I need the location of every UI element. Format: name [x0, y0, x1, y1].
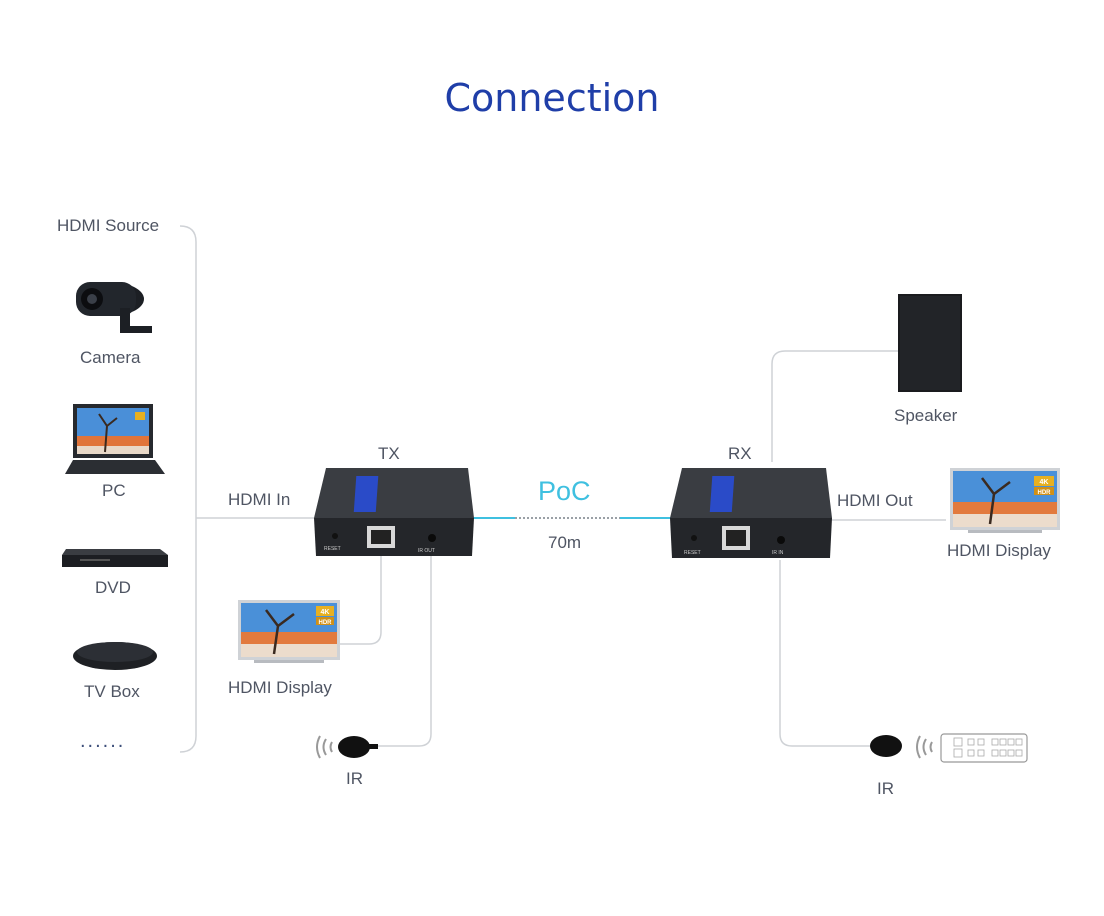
speaker-line: [771, 350, 900, 462]
hdmi-out-label: HDMI Out: [837, 491, 913, 510]
more-sources: ......: [80, 730, 126, 752]
tx-loop-line: [340, 555, 382, 645]
source-tvbox-label: TV Box: [84, 682, 140, 701]
tx-ir-label: IR: [346, 769, 363, 788]
source-camera-label: Camera: [80, 348, 141, 367]
tx-device: RESET IR OUT: [312, 466, 474, 558]
tx-ir-out-port: IR OUT: [418, 548, 435, 554]
tx-badge-hdr: HDR: [319, 620, 333, 626]
source-pc-label: PC: [102, 481, 126, 500]
rx-badge-hdr: HDR: [1038, 490, 1052, 496]
tx-badge-4k: 4K: [321, 609, 330, 616]
tx-label: TX: [378, 444, 400, 463]
rx-ir-label: IR: [877, 779, 894, 798]
rx-device: RESET IR IN: [668, 466, 832, 560]
rx-reset-port: RESET: [684, 550, 701, 556]
source-bracket: [179, 225, 197, 753]
rx-label: RX: [728, 444, 752, 463]
rx-display-icon: 4K HDR: [950, 468, 1060, 533]
tx-reset-port: RESET: [324, 546, 341, 552]
remote-control-icon: [940, 733, 1028, 763]
rx-ir-receiver-icon: [870, 735, 933, 759]
speaker-icon: [898, 294, 962, 392]
distance-label: 70m: [548, 533, 582, 552]
rx-display-label: HDMI Display: [947, 541, 1051, 560]
speaker-label: Speaker: [894, 406, 958, 425]
tx-display-label: HDMI Display: [228, 678, 332, 697]
tx-ir-line: [372, 555, 432, 747]
tv-box-icon: [73, 642, 157, 670]
rx-ir-in-port: IR IN: [772, 550, 784, 556]
tx-ir-emitter-icon: [316, 735, 378, 759]
hdmi-source-header: HDMI Source: [57, 216, 160, 235]
rx-badge-4k: 4K: [1040, 479, 1049, 486]
hdmi-in-label: HDMI In: [228, 490, 291, 509]
page-title: Connection: [444, 76, 660, 120]
dvd-player-icon: [62, 549, 168, 567]
laptop-icon: [65, 404, 165, 474]
poc-label: PoC: [538, 476, 591, 506]
tx-display-icon: 4K HDR: [238, 600, 340, 663]
rx-ir-line: [779, 560, 870, 747]
camera-icon: [76, 282, 152, 333]
source-dvd-label: DVD: [95, 578, 131, 597]
